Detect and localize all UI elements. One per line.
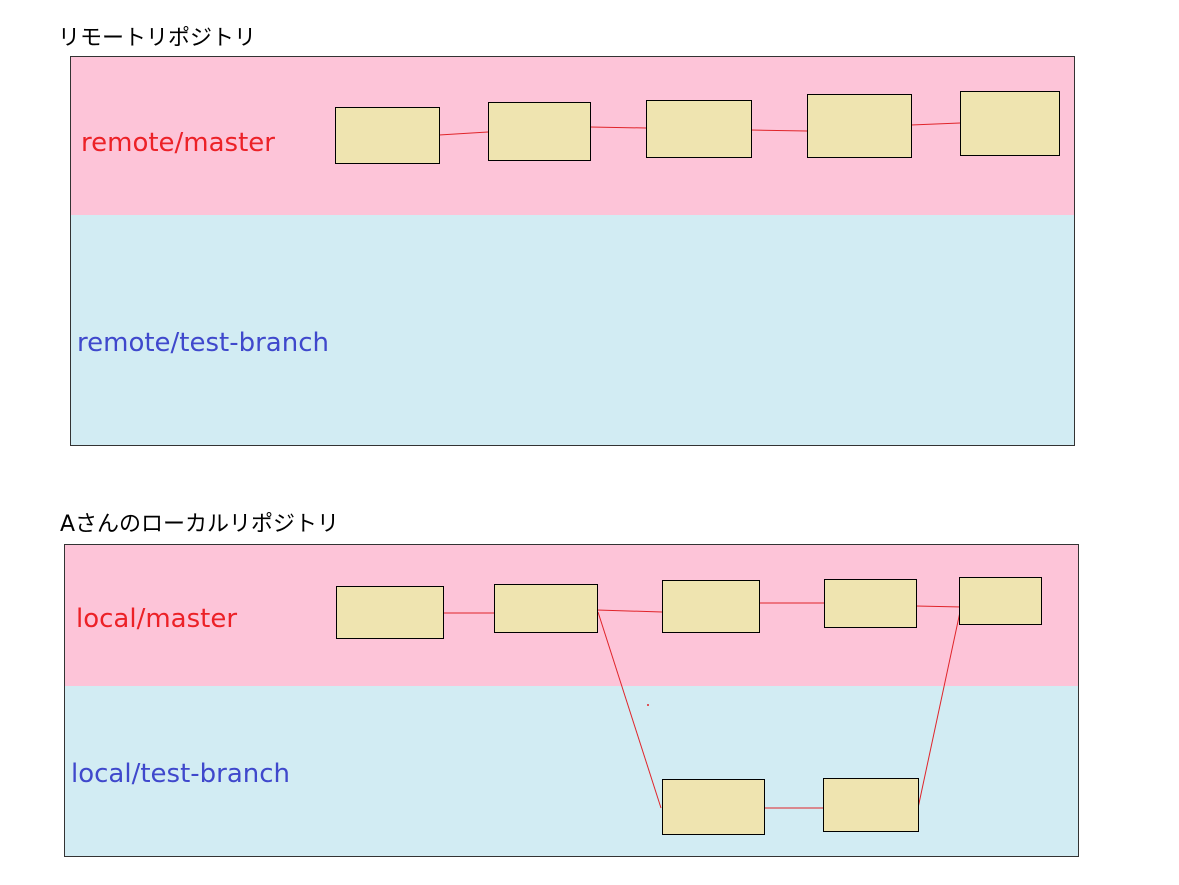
remote-repository-heading: リモートリポジトリ [58, 26, 257, 51]
commit-edge [589, 126, 647, 129]
commit-node [960, 91, 1060, 156]
local-test-branch-label: local/test-branch [71, 759, 291, 789]
merge-edge [917, 611, 961, 809]
commit-node [494, 584, 598, 633]
commit-node [824, 579, 917, 628]
local-edges [443, 602, 963, 809]
commit-node [823, 778, 919, 832]
commit-edge [750, 129, 808, 132]
commit-edge [915, 605, 963, 608]
commit-node [662, 779, 765, 835]
commit-node [959, 577, 1042, 625]
commit-node [807, 94, 912, 158]
commit-node [488, 102, 591, 161]
stray-dot [647, 704, 649, 706]
commit-node [646, 100, 752, 158]
remote-repository-box: remote/master remote/test-branch [70, 56, 1075, 446]
branch-edge [597, 611, 662, 809]
commit-node [335, 107, 440, 164]
remote-commits [335, 91, 1060, 164]
local-commits [336, 577, 1042, 835]
commit-node [336, 586, 444, 639]
commit-node [662, 580, 760, 633]
remote-edges [438, 122, 961, 136]
remote-test-branch-lane [71, 215, 1074, 445]
remote-master-label: remote/master [81, 128, 275, 158]
commit-edge [596, 609, 663, 613]
local-repository-heading: Aさんのローカルリポジトリ [60, 512, 340, 537]
commit-edge [910, 122, 961, 126]
commit-edge [438, 131, 489, 136]
remote-test-branch-label: remote/test-branch [77, 328, 329, 358]
local-master-label: local/master [76, 604, 238, 634]
